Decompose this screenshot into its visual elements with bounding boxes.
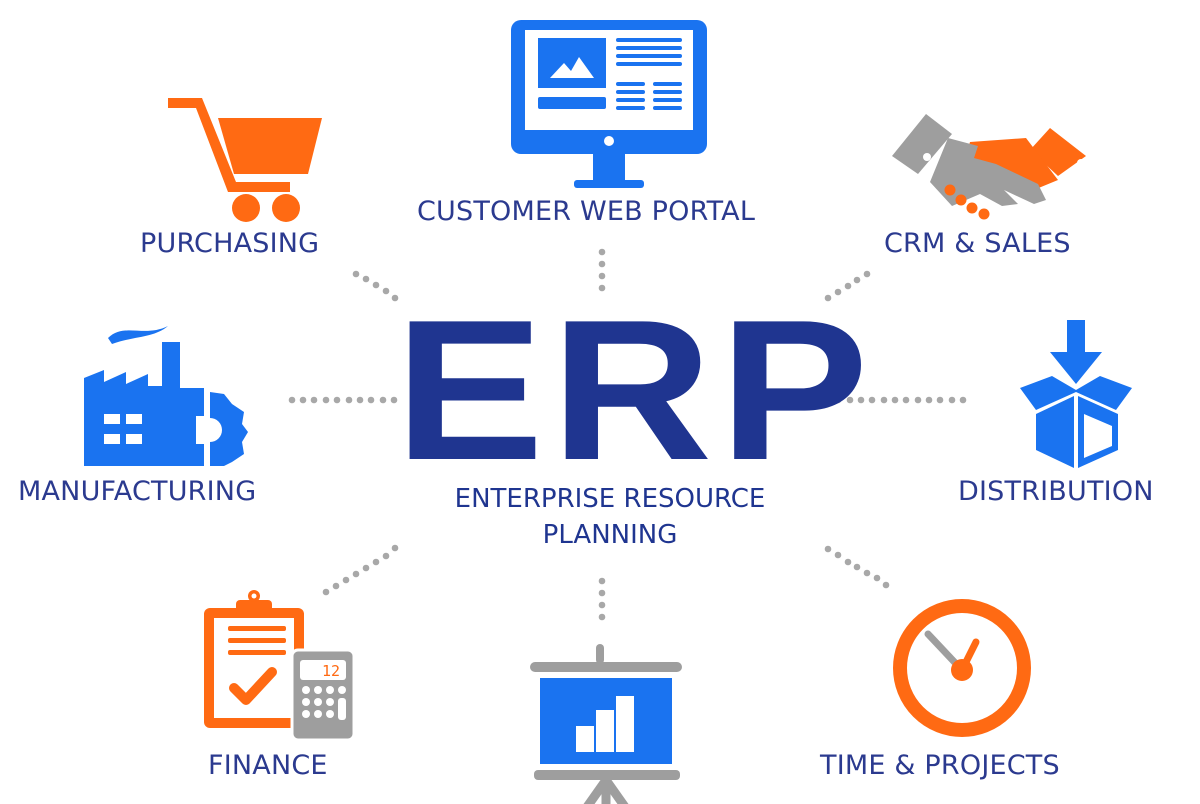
calculator-display: 12: [322, 662, 340, 680]
module-label: TIME & PROJECTS: [820, 750, 1060, 781]
monitor-icon: [511, 20, 707, 188]
box-download-icon: [1020, 320, 1132, 468]
module-label: DISTRIBUTION: [958, 476, 1154, 507]
presentation-chart-icon: [530, 644, 682, 804]
erp-subtitle-line1: ENTERPRISE RESOURCE: [454, 484, 766, 514]
module-label: PURCHASING: [140, 228, 320, 259]
handshake-icon: [892, 114, 1086, 220]
module-label: CRM & SALES: [884, 228, 1071, 259]
clock-icon: [893, 599, 1031, 737]
module-label: MANUFACTURING: [18, 476, 257, 507]
erp-title: ERP: [394, 279, 876, 502]
shopping-cart-icon: [168, 98, 322, 222]
erp-subtitle-line2: PLANNING: [542, 520, 678, 550]
module-label: FINANCE: [208, 750, 328, 781]
module-label: CUSTOMER WEB PORTAL: [417, 196, 756, 227]
factory-icon: [84, 326, 248, 466]
clipboard-calculator-icon: 12: [204, 590, 356, 742]
